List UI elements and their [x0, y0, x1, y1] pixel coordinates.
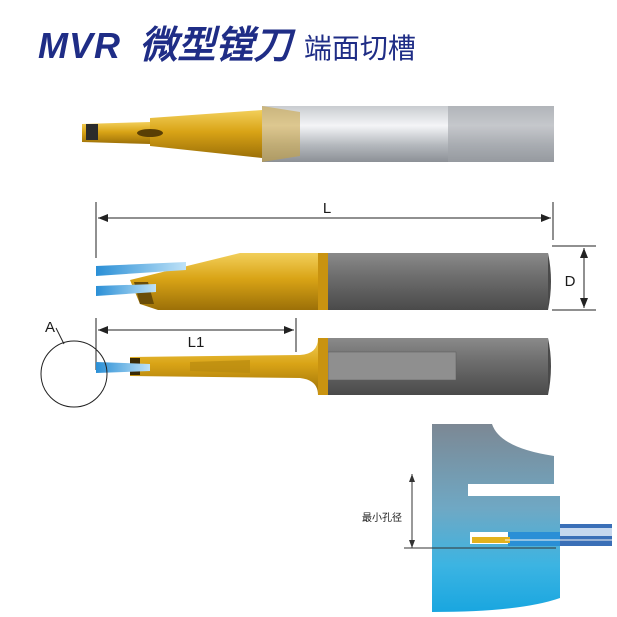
product-title: 微型镗刀	[139, 23, 292, 67]
photo-neck	[150, 110, 262, 158]
photo-collar	[262, 106, 300, 162]
detail-a-label: A	[45, 319, 55, 336]
photo-flat	[448, 106, 554, 162]
side-shank	[328, 253, 548, 310]
top-shank-end	[548, 338, 551, 395]
photo-tip	[86, 124, 98, 140]
flute-length-label: L1	[188, 334, 205, 351]
workpiece	[432, 424, 560, 612]
top-view: L1 A	[40, 318, 551, 408]
shank-diameter-label: D	[565, 273, 576, 290]
top-shank-flat	[327, 351, 457, 381]
detail-a-leader	[55, 327, 65, 345]
tool-tip-gold	[472, 537, 510, 543]
top-coolant-jet	[96, 362, 150, 373]
top-flute	[190, 360, 250, 373]
model-code: MVR	[38, 25, 121, 66]
tool-shank-highlight	[560, 528, 612, 536]
side-coolant-jet-1	[96, 262, 186, 276]
top-collar	[318, 338, 328, 395]
min-bore-arrows	[409, 474, 415, 548]
photo-head	[82, 122, 150, 144]
side-shank-end	[548, 253, 551, 310]
detail-a-circle	[40, 340, 108, 408]
product-subtitle: 端面切槽	[303, 32, 416, 65]
length-label: L	[323, 200, 331, 217]
side-view: L D	[95, 200, 596, 311]
title-bar: MVR 微型镗刀 端面切槽	[38, 14, 416, 74]
grooving-detail: 最小孔径	[352, 420, 612, 614]
tool-photo	[82, 106, 554, 162]
side-coolant-jet-2	[96, 284, 156, 296]
side-body	[130, 253, 318, 310]
photo-coolant-hole	[137, 129, 163, 137]
side-collar	[318, 253, 328, 310]
min-bore-label: 最小孔径	[362, 511, 402, 524]
